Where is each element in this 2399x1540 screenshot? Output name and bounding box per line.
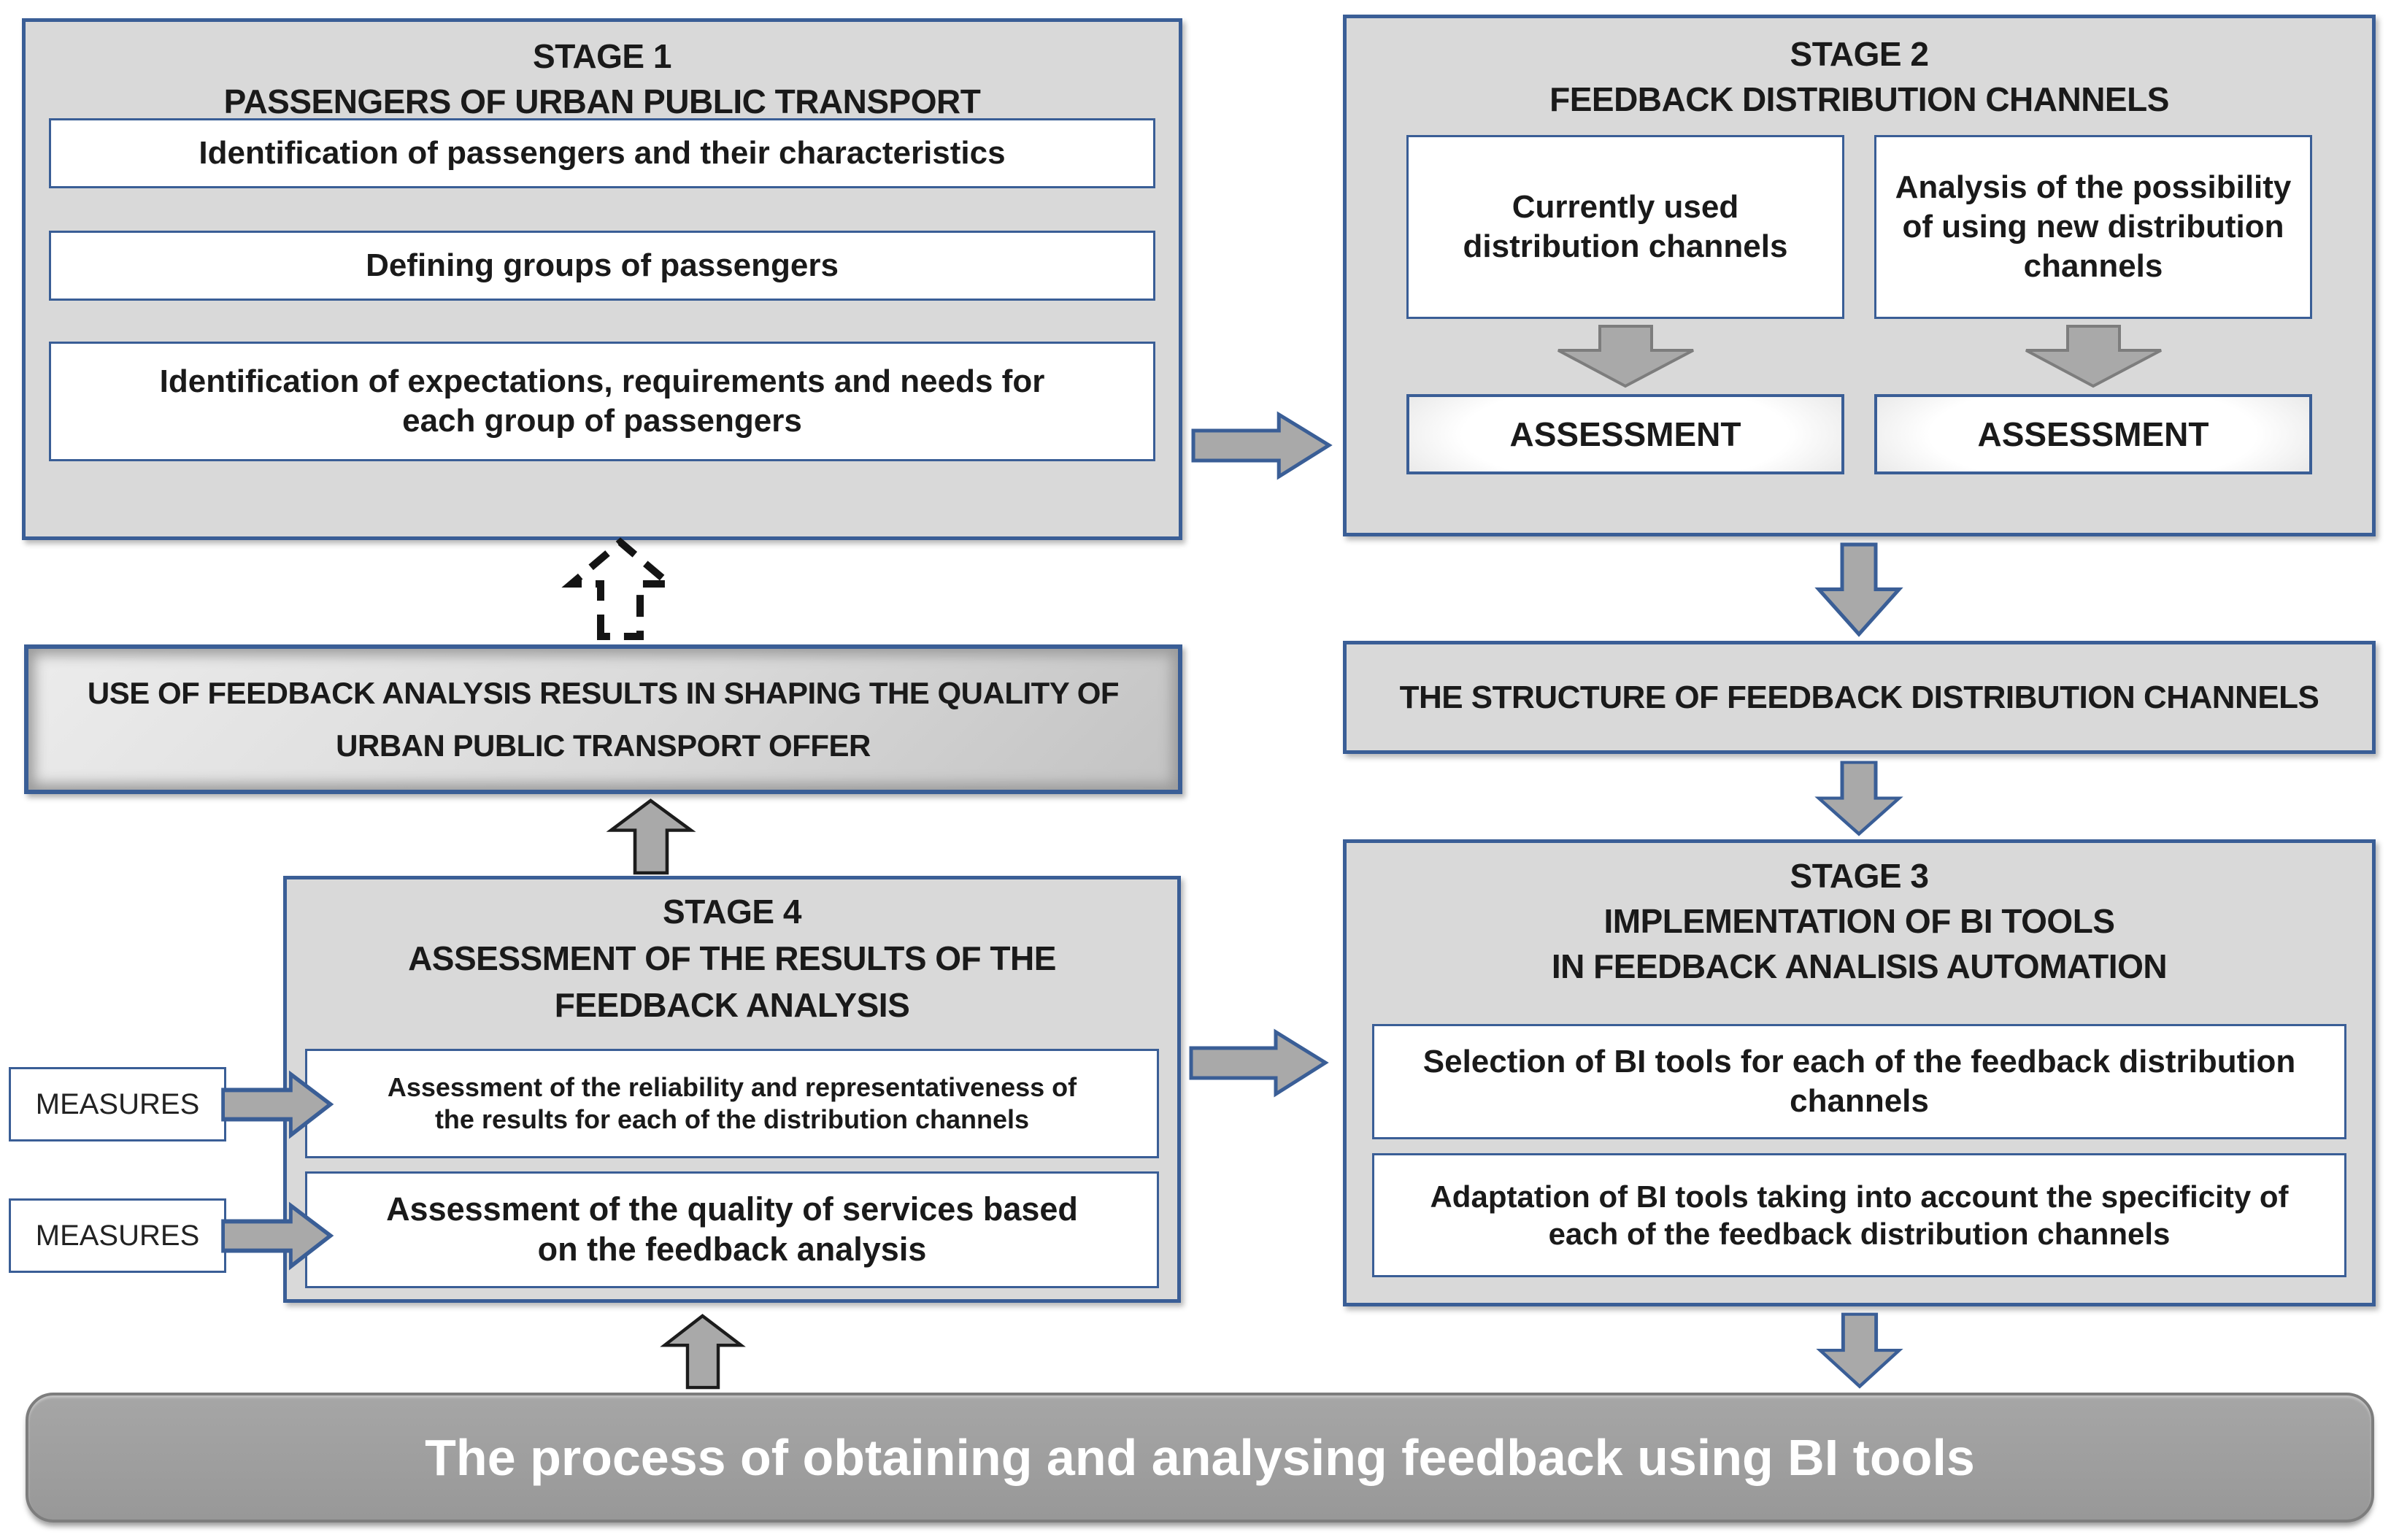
stage3-title: STAGE 3 IMPLEMENTATION OF BI TOOLS IN FE…: [1347, 853, 2372, 989]
stage3-item-1-text: Selection of BI tools for each of the fe…: [1422, 1044, 2296, 1119]
stage3-item-1: Selection of BI tools for each of the fe…: [1372, 1024, 2346, 1139]
connector-measures-top-arrow: [221, 1070, 334, 1139]
measures-top-text: MEASURES: [35, 1087, 200, 1120]
stage1-box: STAGE 1 PASSENGERS OF URBAN PUBLIC TRANS…: [22, 18, 1182, 540]
connector-stage3-to-footer-arrow: [1816, 1312, 1903, 1389]
footer-banner-text: The process of obtaining and analysing f…: [425, 1429, 1975, 1486]
stage4-item-1-text: Assessment of the reliability and repres…: [387, 1072, 1077, 1134]
stage1-item-1: Identification of passengers and their c…: [49, 118, 1155, 188]
stage1-label: STAGE 1: [533, 37, 671, 75]
connector-stage4-to-use-arrow: [606, 798, 696, 875]
stage4-item-2-text: Assessment of the quality of services ba…: [386, 1190, 1078, 1268]
stage2-right-down-arrow: [2025, 325, 2162, 388]
connector-structure-to-stage3-arrow: [1814, 761, 1903, 836]
stage4-label: STAGE 4: [663, 893, 801, 931]
stage1-item-2: Defining groups of passengers: [49, 231, 1155, 301]
stage2-label: STAGE 2: [1790, 35, 1929, 73]
stage4-item-2: Assessment of the quality of services ba…: [305, 1171, 1159, 1288]
stage3-box: STAGE 3 IMPLEMENTATION OF BI TOOLS IN FE…: [1343, 839, 2376, 1306]
stage1-item-3: Identification of expectations, requirem…: [49, 342, 1155, 461]
connector-footer-to-stage4-arrow: [660, 1314, 746, 1390]
stage2-assessment-right-text: ASSESSMENT: [1977, 415, 2209, 453]
structure-text: THE STRUCTURE OF FEEDBACK DISTRIBUTION C…: [1399, 679, 2319, 715]
stage2-assessment-left-text: ASSESSMENT: [1509, 415, 1741, 453]
stage3-label: STAGE 3: [1790, 857, 1929, 895]
connector-use-to-stage1-dashed-arrow: [561, 537, 679, 640]
stage3-item-2-text: Adaptation of BI tools taking into accou…: [1430, 1179, 2289, 1251]
footer-banner: The process of obtaining and analysing f…: [26, 1393, 2374, 1522]
stage2-current-channels-text: Currently used distribution channels: [1463, 189, 1788, 264]
measures-bottom-text: MEASURES: [35, 1219, 200, 1252]
connector-stage4-to-stage3-arrow: [1189, 1028, 1329, 1098]
use-of-feedback-box: USE OF FEEDBACK ANALYSIS RESULTS IN SHAP…: [24, 644, 1182, 794]
stage4-name: ASSESSMENT OF THE RESULTS OF THE FEEDBAC…: [408, 939, 1056, 1024]
measures-top-box: MEASURES: [9, 1067, 226, 1141]
stage2-new-channels-box: Analysis of the possibility of using new…: [1874, 135, 2312, 319]
stage1-title: STAGE 1 PASSENGERS OF URBAN PUBLIC TRANS…: [26, 34, 1179, 124]
measures-bottom-box: MEASURES: [9, 1198, 226, 1273]
stage1-item-1-text: Identification of passengers and their c…: [199, 135, 1006, 172]
use-of-feedback-text: USE OF FEEDBACK ANALYSIS RESULTS IN SHAP…: [87, 675, 1120, 763]
connector-stage2-to-structure-arrow: [1814, 542, 1903, 637]
stage2-assessment-left-box: ASSESSMENT: [1406, 394, 1844, 474]
stage2-left-down-arrow: [1557, 325, 1694, 388]
structure-box: THE STRUCTURE OF FEEDBACK DISTRIBUTION C…: [1343, 641, 2376, 754]
stage3-name-line2: IN FEEDBACK ANALISIS AUTOMATION: [1551, 947, 2168, 985]
stage4-item-1: Assessment of the reliability and repres…: [305, 1049, 1159, 1158]
stage2-assessment-right-box: ASSESSMENT: [1874, 394, 2312, 474]
connector-measures-bottom-arrow: [221, 1201, 334, 1271]
stage2-current-channels-box: Currently used distribution channels: [1406, 135, 1844, 319]
connector-stage1-to-stage2-arrow: [1191, 411, 1333, 480]
stage4-box: STAGE 4 ASSESSMENT OF THE RESULTS OF THE…: [283, 876, 1181, 1303]
stage2-name: FEEDBACK DISTRIBUTION CHANNELS: [1549, 80, 2169, 118]
stage4-title: STAGE 4 ASSESSMENT OF THE RESULTS OF THE…: [287, 888, 1177, 1028]
stage2-title: STAGE 2 FEEDBACK DISTRIBUTION CHANNELS: [1347, 31, 2372, 122]
stage2-box: STAGE 2 FEEDBACK DISTRIBUTION CHANNELS C…: [1343, 15, 2376, 536]
stage1-item-3-text: Identification of expectations, requirem…: [159, 363, 1045, 439]
stage2-new-channels-text: Analysis of the possibility of using new…: [1895, 169, 2292, 284]
stage3-item-2: Adaptation of BI tools taking into accou…: [1372, 1153, 2346, 1277]
stage1-item-2-text: Defining groups of passengers: [366, 247, 839, 284]
stage3-name-line1: IMPLEMENTATION OF BI TOOLS: [1603, 902, 2115, 940]
stage1-name: PASSENGERS OF URBAN PUBLIC TRANSPORT: [223, 82, 981, 120]
